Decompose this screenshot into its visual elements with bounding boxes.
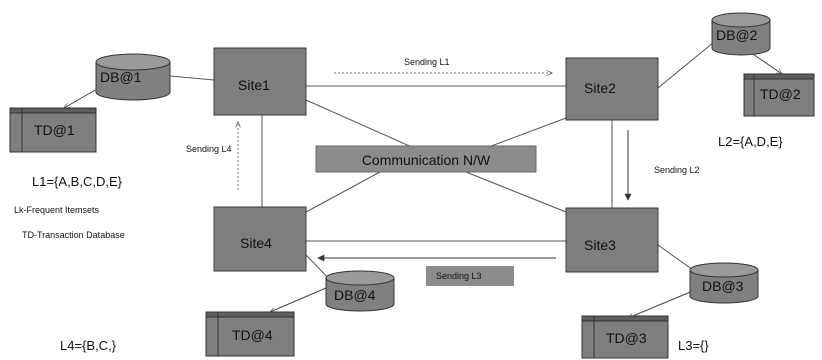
link-site2-db2 xyxy=(657,41,715,89)
sending-l3-box xyxy=(426,266,514,286)
arrow-db3-td3 xyxy=(628,287,701,318)
itemset-l4: L4={B,C,} xyxy=(60,338,117,353)
site3-label: Site3 xyxy=(584,237,616,253)
td2-block: TD@2 xyxy=(743,73,815,117)
db1-body xyxy=(95,62,171,101)
network-label: Communication N/W xyxy=(362,152,491,168)
td1-box xyxy=(9,107,97,153)
sending-l3-label: Sending L3 xyxy=(436,271,482,281)
db-td-arrows xyxy=(64,51,782,318)
db4-label: DB@4 xyxy=(334,287,376,303)
td2-box xyxy=(743,73,815,117)
db1-label: DB@1 xyxy=(100,69,142,85)
td4-block: TD@4 xyxy=(205,311,295,357)
site3-node: Site3 xyxy=(565,207,659,273)
site2-node: Site2 xyxy=(565,57,659,121)
link-network-site3 xyxy=(465,171,567,213)
link-network-site4 xyxy=(305,171,381,213)
itemset-l3: L3={} xyxy=(678,338,709,353)
db2-top xyxy=(711,12,771,28)
td1-topbar xyxy=(9,107,97,114)
db2-body xyxy=(711,20,771,56)
communication-network: Communication N/W xyxy=(315,145,537,173)
site2-label: Site2 xyxy=(584,80,616,96)
td3-block: TD@3 xyxy=(581,315,669,359)
db4-body xyxy=(325,278,395,312)
sending-l4-label: Sending L4 xyxy=(186,144,232,154)
db2-cylinder: DB@2 xyxy=(711,12,771,56)
link-db1-site1 xyxy=(169,75,215,81)
link-site1-network xyxy=(305,99,415,149)
db3-body xyxy=(689,270,759,304)
network-box xyxy=(315,145,537,173)
site4-node: Site4 xyxy=(213,206,307,272)
network-links xyxy=(169,41,715,289)
db3-label: DB@3 xyxy=(702,278,744,294)
arrow-db2-td2 xyxy=(749,51,782,74)
site1-node: Site1 xyxy=(213,47,307,116)
legend-td: TD-Transaction Database xyxy=(22,230,125,240)
site1-box xyxy=(213,47,307,116)
db3-top xyxy=(689,262,759,278)
sending-l2-label: Sending L2 xyxy=(654,165,700,175)
td3-topbar xyxy=(581,315,669,322)
sending-l1-label: Sending L1 xyxy=(404,57,450,67)
site2-box xyxy=(565,57,659,121)
message-arrows xyxy=(238,73,632,262)
db1-cylinder: DB@1 xyxy=(95,53,171,101)
site4-label: Site4 xyxy=(240,235,272,251)
site1-label: Site1 xyxy=(238,77,270,93)
td4-label: TD@4 xyxy=(232,327,273,343)
link-network-site2 xyxy=(485,117,567,149)
td4-box xyxy=(205,311,295,357)
db3-cylinder: DB@3 xyxy=(689,262,759,304)
td2-topbar xyxy=(743,73,815,80)
td1-label: TD@1 xyxy=(34,122,75,138)
db4-cylinder: DB@4 xyxy=(325,270,395,312)
db2-label: DB@2 xyxy=(716,27,758,43)
db1-top xyxy=(95,53,171,71)
td4-topbar xyxy=(205,311,295,318)
td1-block: TD@1 xyxy=(9,107,97,153)
arrow-db4-td4 xyxy=(270,287,327,312)
db4-top xyxy=(325,270,395,286)
legend-lk: Lk-Frequent Itemsets xyxy=(14,205,100,215)
td3-box xyxy=(581,315,669,359)
itemset-l2: L2={A,D,E} xyxy=(718,134,783,149)
site4-box xyxy=(213,206,307,272)
itemset-l1: L1={A,B,C,D,E} xyxy=(32,174,123,189)
td2-label: TD@2 xyxy=(760,86,801,102)
td3-label: TD@3 xyxy=(606,330,647,346)
site3-box xyxy=(565,207,659,273)
